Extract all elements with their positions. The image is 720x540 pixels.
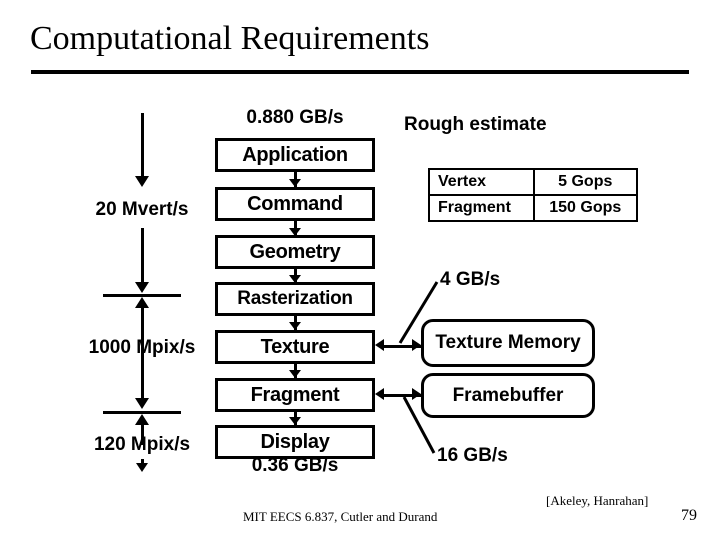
pipeline-arrowhead-3 xyxy=(289,275,301,283)
rate-axis-tick-1 xyxy=(103,294,181,297)
rate-label-display-rate: 120 Mpix/s xyxy=(93,434,191,455)
title-divider xyxy=(31,70,689,74)
pipeline-stage-rasterization[interactable]: Rasterization xyxy=(215,282,375,316)
pipeline-top-bandwidth-label: 0.880 GB/s xyxy=(246,107,344,128)
link-texture-to-memory xyxy=(383,345,421,348)
bandwidth-label-texture-memory: 4 GB/s xyxy=(440,269,501,290)
pipeline-stage-fragment[interactable]: Fragment xyxy=(215,378,375,412)
pipeline-stage-command[interactable]: Command xyxy=(215,187,375,221)
memory-block-framebuffer[interactable]: Framebuffer xyxy=(421,373,595,418)
pipeline-arrowhead-1 xyxy=(289,179,301,187)
pipeline-arrowhead-5 xyxy=(289,370,301,378)
rate-axis-arrowhead-2 xyxy=(135,282,149,293)
rate-axis-arrowhead-3 xyxy=(135,297,149,308)
rough-estimate-heading: Rough estimate xyxy=(404,114,547,135)
table-row: Fragment 150 Gops xyxy=(428,194,638,222)
pipeline-bottom-bandwidth-label: 0.36 GB/s xyxy=(251,455,339,476)
estimate-row-value-fragment: 150 Gops xyxy=(532,194,638,222)
rate-label-vertex-rate: 20 Mvert/s xyxy=(95,199,189,220)
estimate-row-value-vertex: 5 Gops xyxy=(532,168,638,196)
rate-axis-arrowhead-1 xyxy=(135,176,149,187)
rate-axis-segment-1 xyxy=(141,113,144,179)
footer-course-text: MIT EECS 6.837, Cutler and Durand xyxy=(243,509,438,524)
link-fragment-arrowhead-left xyxy=(375,388,384,400)
pipeline-stage-texture[interactable]: Texture xyxy=(215,330,375,364)
rate-axis-segment-3 xyxy=(141,306,144,398)
rate-axis-segment-2 xyxy=(141,228,144,288)
link-fragment-to-framebuffer xyxy=(383,394,421,397)
bandwidth-label-framebuffer: 16 GB/s xyxy=(437,445,508,466)
pipeline-arrowhead-4 xyxy=(289,322,301,330)
rate-axis-arrowhead-4 xyxy=(135,398,149,409)
link-texture-arrowhead-right xyxy=(412,339,421,351)
rough-estimate-table: Vertex 5 Gops Fragment 150 Gops xyxy=(428,168,638,222)
rate-axis-arrowhead-6 xyxy=(136,463,148,472)
rate-axis-segment-5 xyxy=(141,459,144,465)
rate-axis-segment-4 xyxy=(141,423,144,445)
rate-label-rasterization-rate: 1000 Mpix/s xyxy=(88,337,196,358)
footer-page-number: 79 xyxy=(681,507,697,524)
link-fragment-arrowhead-right xyxy=(412,388,421,400)
rate-axis-tick-2 xyxy=(103,411,181,414)
rate-axis-arrowhead-5 xyxy=(135,414,149,425)
footer-credit-text: [Akeley, Hanrahan] xyxy=(546,493,649,508)
estimate-row-name-vertex: Vertex xyxy=(428,168,535,196)
pipeline-arrowhead-2 xyxy=(289,228,301,236)
pipeline-arrowhead-6 xyxy=(289,417,301,425)
pipeline-stage-geometry[interactable]: Geometry xyxy=(215,235,375,269)
link-texture-arrowhead-left xyxy=(375,339,384,351)
pipeline-stage-application[interactable]: Application xyxy=(215,138,375,172)
memory-block-texture-memory[interactable]: Texture Memory xyxy=(421,319,595,367)
pipeline-stage-display[interactable]: Display xyxy=(215,425,375,459)
page-title: Computational Requirements xyxy=(30,20,430,57)
estimate-row-name-fragment: Fragment xyxy=(428,194,535,222)
table-row: Vertex 5 Gops xyxy=(428,168,638,196)
